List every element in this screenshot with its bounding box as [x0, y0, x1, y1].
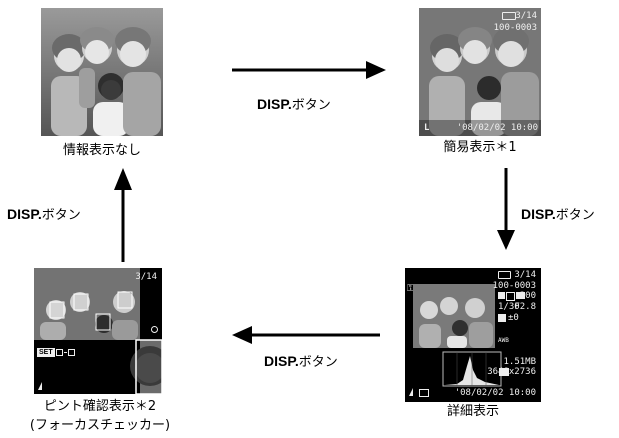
caption-simple: 簡易表示＊1 — [443, 140, 517, 155]
label-arrow-top: DISP.ボタン — [257, 96, 331, 113]
exposure-icon — [498, 314, 506, 322]
size-icon — [409, 388, 413, 396]
set-badge: SET — [37, 348, 55, 357]
arrow-left — [232, 326, 380, 344]
quality-icon — [419, 389, 429, 397]
focus-check-photo — [34, 268, 162, 394]
protect-icon: ⚿ — [407, 284, 414, 294]
arrow-down — [497, 168, 515, 250]
caption-detailed: 詳細表示 — [446, 404, 499, 419]
caption-focus-line2: (フォーカスチェッカー) — [29, 418, 171, 433]
exposure-comp: ±0 — [508, 313, 519, 323]
image-counter: 3/14 — [514, 270, 536, 280]
image-counter: 3/14 — [515, 11, 537, 21]
label-arrow-left: DISP.ボタン — [7, 206, 81, 223]
arrow-up — [114, 168, 132, 262]
mode-icons — [498, 292, 525, 301]
resolution: 3648x2736 — [487, 367, 536, 377]
shutter-speed: 1/30 — [498, 302, 520, 312]
file-number: 100-0003 — [493, 23, 537, 33]
thumbnail-photo — [413, 284, 502, 387]
screen-no-info — [41, 8, 163, 136]
battery-icon — [498, 271, 511, 279]
white-balance: AWB — [498, 337, 509, 344]
caption-focus-line1: ピント確認表示＊2 — [43, 399, 157, 414]
children-photo — [41, 8, 163, 136]
screen-simple: 3/14 100-0003 L '08/02/02 10:00 — [419, 8, 541, 136]
datetime: '08/02/02 10:00 — [454, 388, 536, 398]
file-size: 1.51MB — [503, 357, 536, 367]
set-label: SET — [39, 349, 53, 356]
screen-focus-check: 3/14 SET — [34, 268, 162, 394]
zoom-icon — [151, 326, 158, 333]
size-icon: L — [424, 123, 430, 133]
resolution-icon — [499, 368, 509, 376]
label-arrow-right: DISP.ボタン — [521, 206, 595, 223]
arrow-right — [232, 61, 386, 79]
aperture: F2.8 — [514, 302, 536, 312]
image-counter: 3/14 — [135, 272, 157, 282]
battery-icon — [502, 12, 516, 20]
size-icon — [38, 382, 42, 390]
children-photo — [419, 8, 541, 136]
caption-no-info: 情報表示なし — [62, 143, 141, 158]
screen-detailed: ⚿ 3/14 100-0003 200 1/30 F2.8 ±0 AWB 1.5… — [405, 268, 541, 402]
frame-switch-icon — [56, 349, 75, 356]
file-number: 100-0003 — [492, 281, 536, 291]
iso-value: 200 — [519, 291, 536, 301]
label-arrow-bottom: DISP.ボタン — [264, 353, 338, 370]
datetime: '08/02/02 10:00 — [456, 123, 538, 133]
